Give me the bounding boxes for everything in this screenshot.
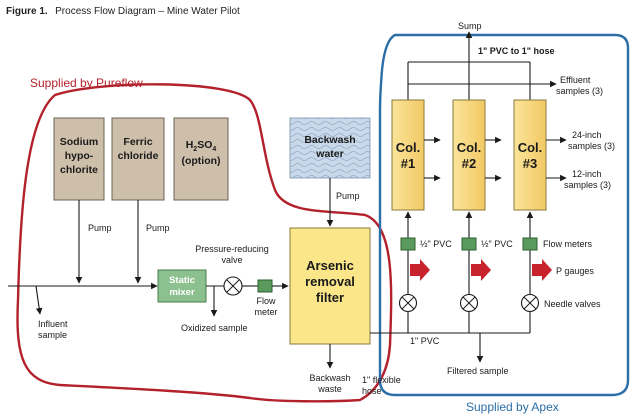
svg-text:Sodium: Sodium xyxy=(60,136,99,148)
inch24-label-2: samples (3) xyxy=(568,141,615,151)
svg-text:Static: Static xyxy=(169,275,195,286)
flow-meter-icon xyxy=(257,279,273,293)
flow-meter-col1-icon xyxy=(400,237,416,251)
pressure-gauge-col3-icon xyxy=(532,259,552,281)
backwash-waste-label-2: waste xyxy=(317,384,342,394)
needle-valve-col1-icon xyxy=(398,293,418,313)
effluent-label-2: samples (3) xyxy=(556,86,603,96)
pressure-reducing-valve xyxy=(223,276,243,296)
svg-text:chloride: chloride xyxy=(118,150,159,162)
filtered-sample-label: Filtered sample xyxy=(447,366,509,376)
pump-label-3: Pump xyxy=(336,191,360,201)
svg-text:(option): (option) xyxy=(181,155,220,167)
svg-text:Col.: Col. xyxy=(457,140,482,155)
svg-text:filter: filter xyxy=(316,290,344,305)
svg-text:Col.: Col. xyxy=(518,140,543,155)
pvc-bottom-label: 1" PVC xyxy=(410,336,440,346)
backwash-water-tank: Backwash water xyxy=(289,117,371,179)
p-gauges-label: P gauges xyxy=(556,266,594,276)
pressure-valve-label-2: valve xyxy=(221,255,242,265)
svg-text:chlorite: chlorite xyxy=(60,164,98,176)
influent-sample-label-2: sample xyxy=(38,330,67,340)
pureflow-label: Supplied by Pureflow xyxy=(30,76,143,90)
influent-sample-label-1: Influent xyxy=(38,319,68,329)
pressure-gauge-col2-icon xyxy=(471,259,491,281)
pump-label-2: Pump xyxy=(146,223,170,233)
arsenic-removal-filter: Arsenic removal filter xyxy=(289,227,371,345)
inch24-label-1: 24-inch xyxy=(572,130,602,140)
svg-text:Backwash: Backwash xyxy=(304,134,355,146)
pump-label-1: Pump xyxy=(88,223,112,233)
static-mixer: Static mixer xyxy=(157,269,207,303)
flow-meters-label: Flow meters xyxy=(543,239,593,249)
influent-sample-line xyxy=(35,285,43,315)
svg-text:Col.: Col. xyxy=(396,140,421,155)
hose-label-2: hose xyxy=(362,386,382,396)
apex-outline xyxy=(378,33,630,397)
needle-valve-col3-icon xyxy=(520,293,540,313)
svg-text:water: water xyxy=(315,148,343,160)
effluent-label-1: Effluent xyxy=(560,75,591,85)
inch12-label-2: samples (3) xyxy=(564,180,611,190)
inch12-label-1: 12-inch xyxy=(572,169,602,179)
hose-label-1: 1" flexible xyxy=(362,375,401,385)
svg-text:hypo-: hypo- xyxy=(65,150,94,162)
svg-text:Arsenic: Arsenic xyxy=(306,258,354,273)
svg-text:Ferric: Ferric xyxy=(123,136,152,148)
sulfuric-acid-tank: H2SO4 (option) xyxy=(173,117,229,201)
needle-valves-label: Needle valves xyxy=(544,299,601,309)
svg-text:#3: #3 xyxy=(523,156,537,171)
svg-text:removal: removal xyxy=(305,274,355,289)
svg-text:#2: #2 xyxy=(462,156,476,171)
figure-title: Figure 1. Process Flow Diagram – Mine Wa… xyxy=(6,1,240,18)
svg-text:#1: #1 xyxy=(401,156,415,171)
column-3: Col. #3 xyxy=(513,99,547,211)
flow-meter-col3-icon xyxy=(522,237,538,251)
ferric-chloride-tank: Ferric chloride xyxy=(111,117,165,201)
backwash-waste-label-1: Backwash xyxy=(309,373,350,383)
column-1: Col. #1 xyxy=(391,99,425,211)
svg-text:mixer: mixer xyxy=(169,287,195,298)
pvc-half-label-1: ½" PVC xyxy=(420,239,452,249)
flow-meter-label-1: Flow xyxy=(256,296,276,306)
flow-meter-col2-icon xyxy=(461,237,477,251)
pressure-gauge-col1-icon xyxy=(410,259,430,281)
flow-meter-label-2: meter xyxy=(254,307,277,317)
pureflow-outline xyxy=(16,83,393,403)
column-2: Col. #2 xyxy=(452,99,486,211)
oxidized-sample-label: Oxidized sample xyxy=(181,323,248,333)
sodium-hypochlorite-tank: Sodium hypo- chlorite xyxy=(53,117,105,201)
apex-label: Supplied by Apex xyxy=(466,400,559,414)
pressure-valve-label-1: Pressure-reducing xyxy=(195,244,269,254)
h2so4-formula: H2SO4 xyxy=(186,139,217,153)
sump-label: Sump xyxy=(458,21,482,31)
needle-valve-col2-icon xyxy=(459,293,479,313)
pvc-hose-label: 1" PVC to 1" hose xyxy=(478,46,555,56)
pvc-half-label-2: ½" PVC xyxy=(481,239,513,249)
